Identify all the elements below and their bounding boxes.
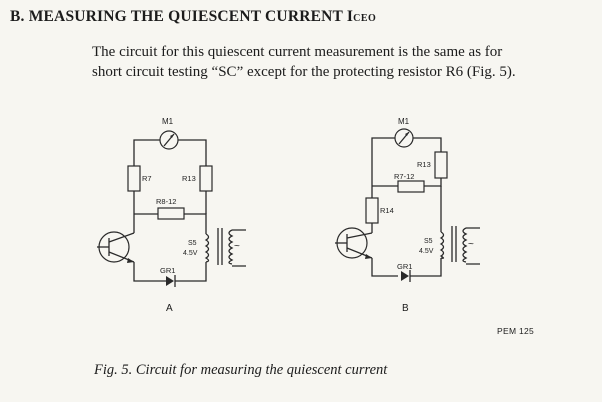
diode-icon (166, 275, 176, 287)
label-b-switch: S5 (424, 238, 433, 245)
transistor-icon (335, 227, 373, 259)
ac-symbol-b: ~ (468, 239, 474, 250)
label-b-meter: M1 (398, 117, 410, 126)
secondary-coil-a (228, 229, 234, 265)
resistor-b-r14 (365, 197, 379, 224)
label-b-r-right: R13 (417, 160, 431, 169)
wire-a-mid-right (184, 213, 207, 234)
label-b-diode: GR1 (397, 262, 412, 271)
ac-symbol-a: ~ (234, 241, 240, 252)
figure-label-b: B (402, 303, 409, 314)
wire-b-bottom-right (410, 258, 442, 277)
figure-label-a: A (166, 303, 173, 314)
resistor-a-r7 (127, 165, 141, 192)
circuit-a: M1 R7 R13 R8-12 GR1 (97, 117, 246, 287)
heading-text: B. MEASURING THE QUIESCENT CURRENT I (10, 8, 354, 25)
label-a-r-right: R13 (182, 174, 196, 183)
figure-caption: Fig. 5. Circuit for measuring the quiesc… (94, 362, 388, 378)
label-a-switch: S5 (188, 240, 197, 247)
wire-a-top-right (178, 139, 207, 166)
resistor-b-r13 (434, 151, 448, 179)
label-a-r-mid: R8-12 (156, 197, 176, 206)
heading-subscript: CEO (353, 13, 377, 24)
label-b-r-left: R14 (380, 206, 394, 215)
label-b-r-mid: R7-12 (394, 172, 414, 181)
wire-b-bottom-left (371, 258, 398, 277)
meter-icon (394, 128, 414, 148)
coil-icon (439, 231, 445, 259)
intro-paragraph: The circuit for this quiescent current m… (92, 42, 586, 82)
circuit-b: M1 R13 R7-12 R14 GR1 (335, 117, 480, 282)
section-heading: B. MEASURING THE QUIESCENT CURRENT ICEO (10, 8, 376, 26)
wire-b-r13-down (424, 178, 442, 187)
wire-b-top-right (413, 137, 442, 152)
resistor-a-r13 (199, 165, 213, 192)
figure-code: PEM 125 (497, 326, 535, 336)
paragraph-line-2: short circuit testing “SC” except for th… (92, 64, 516, 80)
meter-icon (159, 130, 179, 150)
label-a-voltage: 4.5V (183, 250, 198, 257)
wire-a-bottom-left (133, 262, 158, 282)
label-a-diode: GR1 (160, 266, 175, 275)
wire-a-bottom-right (158, 262, 207, 282)
wire-a-top-left (133, 139, 160, 166)
resistor-b-r7-12 (397, 180, 425, 193)
label-a-r-left: R7 (142, 174, 152, 183)
paragraph-line-1: The circuit for this quiescent current m… (92, 44, 503, 60)
coil-icon (204, 233, 210, 263)
label-a-meter: M1 (162, 117, 174, 126)
resistor-a-r8-12 (157, 207, 185, 220)
transistor-icon (97, 231, 135, 263)
secondary-leads-b (466, 227, 480, 265)
secondary-coil-b (462, 227, 468, 263)
wire-b-top-left (371, 137, 395, 166)
secondary-leads-a (232, 229, 246, 267)
diode-icon (401, 270, 411, 282)
label-b-voltage: 4.5V (419, 248, 434, 255)
